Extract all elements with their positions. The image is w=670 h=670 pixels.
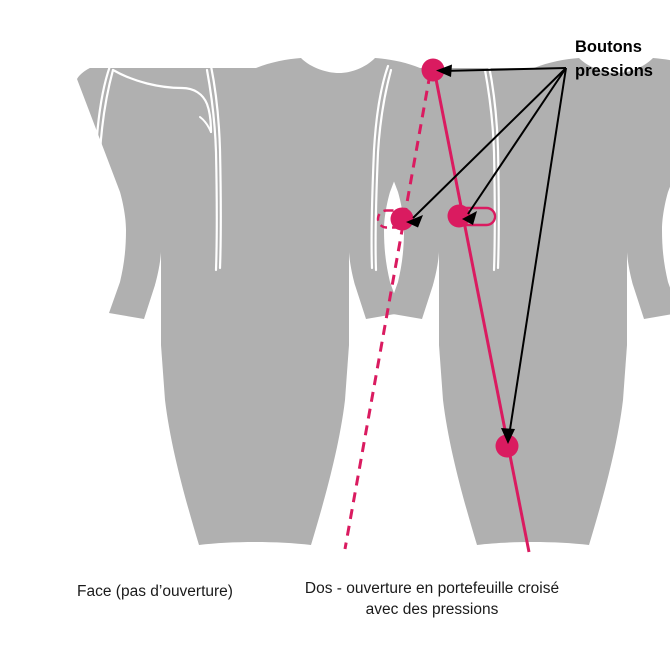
dress-back-view: Dos - ouverture en portefeuille croisé a… (305, 58, 670, 618)
arrow-to-snap-skirt (508, 67, 567, 437)
arrowhead-waist-left (406, 215, 423, 228)
arrow-to-snap-neck (441, 67, 567, 72)
dress-front-seam-right (209, 64, 222, 270)
dress-front-seam-right-inner (205, 68, 218, 272)
snap-skirt[interactable] (495, 434, 519, 458)
arrowhead-waist-right (462, 211, 477, 225)
dress-front-neckline (111, 68, 213, 134)
dress-back-seam-right-inner (483, 68, 496, 272)
dress-back-seam-right (487, 64, 500, 270)
wrap-edge-solid (433, 73, 531, 553)
arrow-to-snap-waist-left (412, 67, 567, 219)
annotation-label-line1: Boutons (575, 38, 642, 56)
dress-back-seam-left (370, 64, 390, 270)
snap-waist-left[interactable] (390, 207, 414, 231)
dress-front-seam-left (92, 64, 112, 270)
dress-front-seam-left-inner (96, 68, 115, 272)
dress-front-view: Face (pas d’ouverture) (77, 58, 433, 600)
wrap-edge-dashed (343, 73, 432, 550)
snap-neck[interactable] (421, 58, 445, 82)
dress-back-seam-left-inner (374, 68, 393, 272)
dress-front-body (77, 58, 433, 545)
callout-arrowheads (406, 64, 515, 444)
dress-front-neckline-hook (199, 116, 212, 133)
arrowhead-skirt (501, 428, 515, 444)
callout-arrows (412, 67, 567, 437)
arrow-to-snap-waist-right (467, 67, 567, 215)
caption-back-line2: avec des pressions (366, 601, 499, 618)
arrowhead-neck (436, 64, 452, 77)
annotation-label-line2: pressions (575, 62, 653, 80)
caption-back-line1: Dos - ouverture en portefeuille croisé (305, 580, 559, 597)
snap-waist-right[interactable] (447, 204, 471, 228)
caption-front: Face (pas d’ouverture) (77, 583, 233, 600)
dress-back-body (355, 58, 670, 545)
